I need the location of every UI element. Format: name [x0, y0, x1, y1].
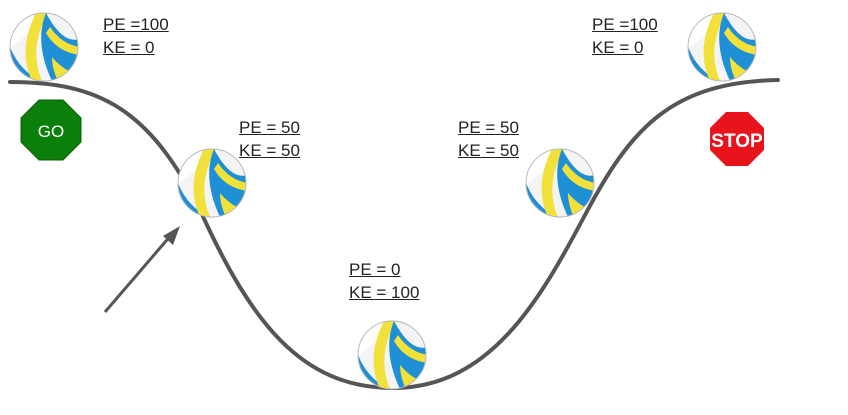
energy-label-mid-left: PE = 50 KE = 50 [239, 116, 300, 162]
ke-value: KE = 0 [592, 38, 644, 57]
go-sign: GO [20, 99, 82, 161]
pe-value: PE = 50 [458, 118, 519, 137]
pe-value: PE = 50 [239, 118, 300, 137]
volleyball-icon [4, 0, 84, 87]
stop-sign-text: STOP [711, 131, 763, 152]
pe-value: PE =100 [592, 15, 658, 34]
ke-value: KE = 0 [103, 38, 155, 57]
pe-value: PE = 0 [349, 260, 401, 279]
stop-sign: STOP [706, 108, 768, 170]
pe-value: PE =100 [103, 15, 169, 34]
ke-value: KE = 100 [349, 283, 420, 302]
energy-label-bottom: PE = 0 KE = 100 [349, 258, 419, 304]
energy-label-top-right: PE =100 KE = 0 [592, 13, 658, 59]
ke-value: KE = 50 [458, 141, 519, 160]
ke-value: KE = 50 [239, 141, 300, 160]
volleyball-icon [682, 0, 762, 87]
go-sign-text: GO [38, 122, 64, 141]
energy-label-top-left: PE =100 KE = 0 [103, 13, 169, 59]
energy-label-mid-right: PE = 50 KE = 50 [458, 116, 519, 162]
volleyball-icon [352, 305, 432, 395]
pointer-arrow-icon [103, 226, 180, 313]
